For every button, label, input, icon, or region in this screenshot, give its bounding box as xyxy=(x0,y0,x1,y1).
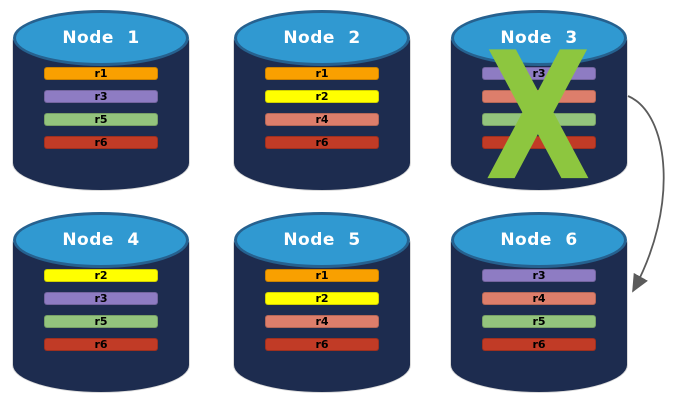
replica-bar: r2 xyxy=(265,292,379,305)
node-3-cap: Node 3 xyxy=(451,10,627,66)
replica-label: r1 xyxy=(315,269,329,282)
replica-label: r5 xyxy=(94,315,108,328)
node-2-cap: Node 2 xyxy=(234,10,410,66)
replica-bar: r3 xyxy=(44,292,158,305)
replica-label: r4 xyxy=(532,292,546,305)
replica-label: r6 xyxy=(94,338,108,351)
node-1-title: Node 1 xyxy=(62,28,140,48)
node-6-cap: Node 6 xyxy=(451,212,627,268)
node-3-replica-list: r3 xyxy=(482,67,596,149)
replica-label: r5 xyxy=(532,315,546,328)
replica-label: r2 xyxy=(315,90,329,103)
node-1-cap: Node 1 xyxy=(13,10,189,66)
replica-bar xyxy=(482,136,596,149)
replica-bar: r5 xyxy=(44,315,158,328)
node-6-title: Node 6 xyxy=(500,230,578,250)
replica-bar: r6 xyxy=(44,136,158,149)
node-3: Node 3 r3 X xyxy=(451,10,627,206)
replica-label: r1 xyxy=(315,67,329,80)
replica-bar: r1 xyxy=(265,269,379,282)
node-5-cap: Node 5 xyxy=(234,212,410,268)
replica-bar: r6 xyxy=(265,338,379,351)
node-2-replica-list: r1 r2 r4 r6 xyxy=(265,67,379,149)
replica-label: r1 xyxy=(94,67,108,80)
replica-bar: r2 xyxy=(44,269,158,282)
failed-node-x-icon: X xyxy=(484,14,592,221)
replica-label: r4 xyxy=(315,315,329,328)
replica-bar: r2 xyxy=(265,90,379,103)
replica-bar xyxy=(482,113,596,126)
replica-bar: r6 xyxy=(265,136,379,149)
replica-label: r2 xyxy=(94,269,108,282)
replica-label: r4 xyxy=(315,113,329,126)
node-4-replica-list: r2 r3 r5 r6 xyxy=(44,269,158,351)
replica-label: r3 xyxy=(532,67,546,80)
node-1: Node 1 r1 r3 r5 r6 xyxy=(13,10,189,190)
replica-bar: r6 xyxy=(44,338,158,351)
node-4-cap: Node 4 xyxy=(13,212,189,268)
replica-bar: r4 xyxy=(482,292,596,305)
replica-label: r6 xyxy=(315,338,329,351)
node-2: Node 2 r1 r2 r4 r6 xyxy=(234,10,410,190)
replica-label: r3 xyxy=(532,269,546,282)
arrow-curve xyxy=(627,95,665,293)
node-2-title: Node 2 xyxy=(283,28,361,48)
replica-label: r6 xyxy=(94,136,108,149)
node-6-replica-list: r3 r4 r5 r6 xyxy=(482,269,596,351)
replica-label: r6 xyxy=(532,338,546,351)
node-5: Node 5 r1 r2 r4 r6 xyxy=(234,212,410,392)
replica-bar: r6 xyxy=(482,338,596,351)
node-4-title: Node 4 xyxy=(62,230,140,250)
replica-bar: r3 xyxy=(482,67,596,80)
replica-label: r5 xyxy=(94,113,108,126)
node-5-title: Node 5 xyxy=(283,230,361,250)
replica-bar: r1 xyxy=(44,67,158,80)
replica-label: r6 xyxy=(315,136,329,149)
replica-label: r3 xyxy=(94,292,108,305)
replica-bar: r4 xyxy=(265,315,379,328)
node-6: Node 6 r3 r4 r5 r6 xyxy=(451,212,627,392)
replica-bar: r4 xyxy=(265,113,379,126)
replica-bar: r3 xyxy=(482,269,596,282)
node-1-replica-list: r1 r3 r5 r6 xyxy=(44,67,158,149)
replica-bar: r5 xyxy=(44,113,158,126)
replica-bar: r3 xyxy=(44,90,158,103)
replica-bar: r5 xyxy=(482,315,596,328)
node-3-title: Node 3 xyxy=(500,28,578,48)
replica-bar: r1 xyxy=(265,67,379,80)
replica-bar xyxy=(482,90,596,103)
replica-label: r2 xyxy=(315,292,329,305)
node-5-replica-list: r1 r2 r4 r6 xyxy=(265,269,379,351)
replica-label: r3 xyxy=(94,90,108,103)
node-4: Node 4 r2 r3 r5 r6 xyxy=(13,212,189,392)
